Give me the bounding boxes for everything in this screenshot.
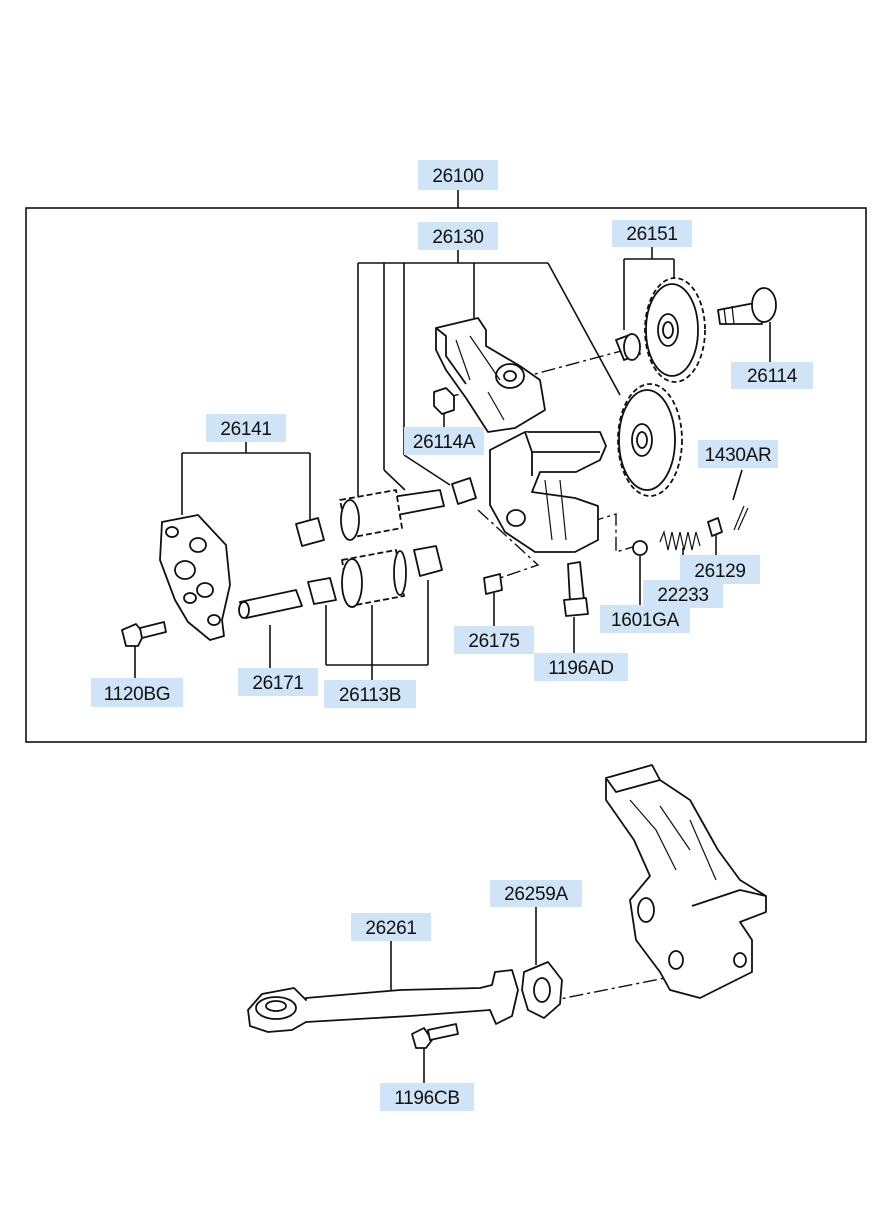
label-1120BG-text: 1120BG (104, 684, 171, 705)
label-26114A-text: 26114A (413, 432, 476, 453)
label-26113B: 26113B (324, 680, 416, 708)
label-26100-text: 26100 (432, 166, 483, 187)
bolt-1120BG (121, 621, 167, 647)
gear-26130-lower (617, 383, 683, 497)
label-1601GA: 1601GA (600, 605, 690, 633)
rotor-lower (341, 549, 407, 608)
label-22233-text: 22233 (657, 585, 708, 606)
leader-lines (134, 190, 771, 1083)
label-1120BG: 1120BG (91, 678, 183, 707)
pump-assembly-installed (605, 764, 767, 999)
bushings-26113B (295, 517, 443, 605)
label-26129: 26129 (680, 555, 760, 584)
label-26129-text: 26129 (694, 561, 745, 582)
label-26114: 26114 (731, 362, 813, 389)
oil-strainer-pipe-26261 (247, 969, 519, 1033)
label-26259A-text: 26259A (504, 884, 568, 905)
cover-plate-26141 (159, 514, 231, 641)
ball-1601GA (632, 540, 648, 556)
pump-housing-26130 (435, 317, 607, 553)
label-1430AR: 1430AR (698, 440, 778, 468)
label-26171: 26171 (238, 668, 318, 696)
label-26259A: 26259A (490, 880, 582, 907)
label-26171-text: 26171 (252, 673, 303, 694)
label-26100: 26100 (418, 160, 498, 190)
label-26151-text: 26151 (626, 224, 677, 245)
gear-26151-upper (644, 277, 706, 383)
assembly-frame (25, 207, 867, 743)
bolt-1196CB (411, 1023, 459, 1049)
label-1196CB: 1196CB (380, 1083, 474, 1111)
bushing-26130-shaft (451, 477, 477, 505)
label-26151: 26151 (612, 220, 692, 247)
label-1430AR-text: 1430AR (705, 445, 772, 466)
spring-22233 (659, 529, 701, 551)
retainer-26129 (707, 517, 723, 537)
shaft-26171 (238, 589, 303, 619)
bushing-26151 (615, 333, 641, 361)
label-22233: 22233 (643, 580, 723, 608)
label-26175: 26175 (454, 626, 534, 654)
gasket-26259A (521, 961, 563, 1019)
label-26175-text: 26175 (468, 631, 519, 652)
bolt-26114 (717, 287, 777, 325)
rotor-upper (339, 489, 445, 541)
pin-1430AR (733, 505, 749, 531)
label-26114A: 26114A (404, 427, 484, 455)
label-26141: 26141 (206, 414, 286, 442)
label-1196AD: 1196AD (534, 653, 628, 681)
label-26261: 26261 (351, 913, 431, 941)
label-26130: 26130 (418, 222, 498, 250)
label-1196CB-text: 1196CB (394, 1088, 459, 1109)
label-26130-text: 26130 (432, 227, 483, 248)
plug-26175 (483, 573, 503, 595)
label-26141-text: 26141 (220, 419, 271, 440)
bolt-1196AD (563, 561, 589, 617)
label-1601GA-text: 1601GA (611, 610, 680, 631)
label-26261-text: 26261 (365, 918, 416, 939)
label-26113B-text: 26113B (339, 685, 401, 706)
label-1196AD-text: 1196AD (548, 658, 613, 679)
nut-26114A (433, 387, 455, 415)
label-26114-text: 26114 (747, 366, 798, 387)
